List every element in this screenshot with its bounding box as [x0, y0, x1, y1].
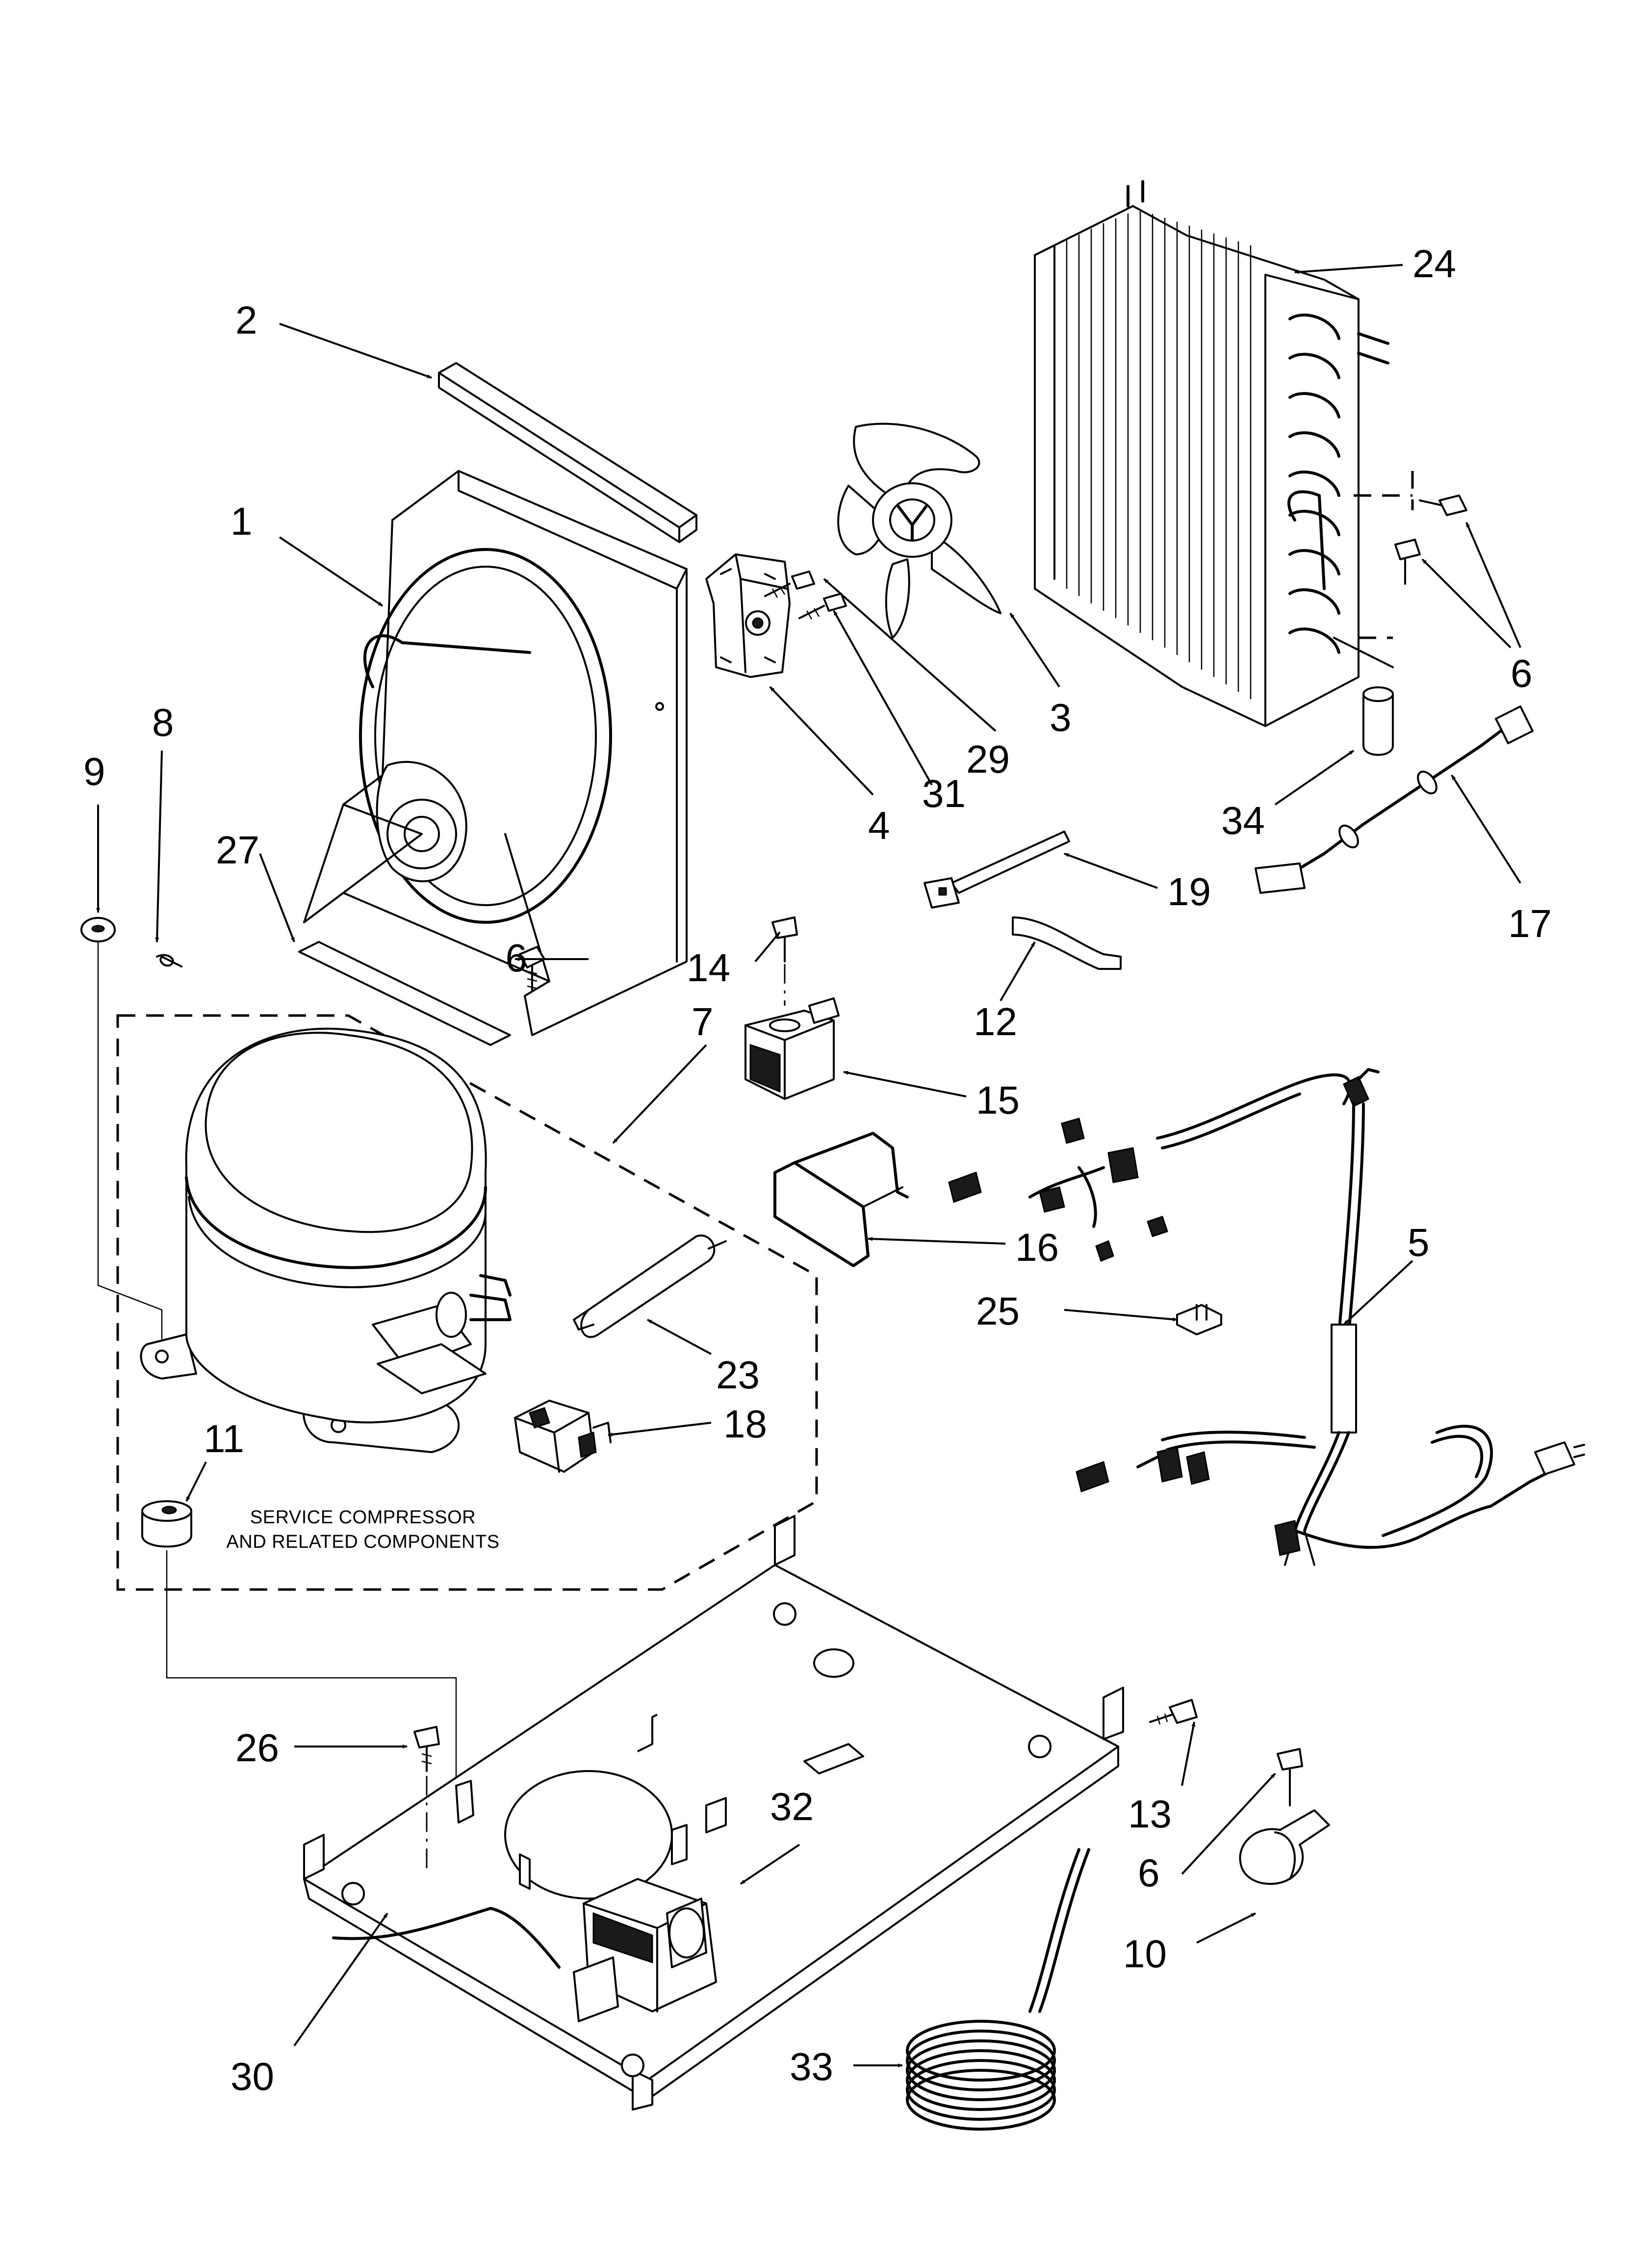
relay-part	[744, 997, 840, 1100]
callout-11: 11	[204, 1417, 244, 1460]
clamp-part	[1239, 1809, 1330, 1885]
fan-shroud-part	[303, 470, 688, 1036]
screw-part	[1354, 471, 1467, 639]
condenser-part	[1034, 180, 1394, 727]
callout-32: 32	[770, 1785, 814, 1828]
callout-labels: 1 2 3 4 5 6 6 6 7 8 9 10 11 12 13 14 15 …	[83, 242, 1552, 2098]
callout-6-condenser: 6	[1511, 652, 1533, 695]
callout-26: 26	[235, 1726, 279, 1770]
screw-part	[1149, 1699, 1198, 1725]
screw-part	[413, 1726, 440, 1874]
callout-29: 29	[966, 737, 1010, 781]
compressor-part	[140, 1027, 512, 1453]
callout-10: 10	[1123, 1932, 1167, 1976]
callout-31: 31	[922, 772, 966, 815]
callout-17: 17	[1508, 902, 1552, 945]
service-boundary	[116, 1014, 818, 1591]
clip-part	[1176, 1304, 1222, 1335]
foam-strip-part	[438, 362, 697, 543]
drier-part	[573, 1234, 727, 1338]
callout-15: 15	[976, 1078, 1020, 1122]
wiring-harness-part	[948, 1068, 1585, 1566]
screw-part	[771, 916, 798, 1006]
callout-5: 5	[1408, 1221, 1430, 1264]
callout-27: 27	[216, 828, 259, 872]
callout-19: 19	[1167, 870, 1211, 913]
compressor-grommet-part	[141, 1500, 192, 1548]
capacitor-part	[1362, 686, 1394, 756]
caption-line-1: SERVICE COMPRESSOR	[250, 1507, 476, 1528]
callout-2: 2	[235, 298, 257, 342]
callout-3: 3	[1050, 696, 1072, 739]
gasket-strip-part	[298, 941, 511, 1046]
callout-8: 8	[152, 701, 174, 744]
callout-18: 18	[723, 1402, 767, 1446]
callout-34: 34	[1221, 799, 1265, 842]
clip-pin-part	[156, 954, 182, 967]
callout-9: 9	[83, 750, 105, 793]
base-plate-part	[303, 1515, 1124, 2111]
motor-screw-part	[764, 571, 847, 620]
callout-6-clamp: 6	[1138, 1851, 1160, 1895]
callout-16: 16	[1015, 1225, 1059, 1269]
callout-7: 7	[692, 1000, 714, 1043]
sensor-wire-part	[1255, 705, 1534, 894]
callout-25: 25	[976, 1289, 1020, 1333]
callout-14: 14	[687, 946, 730, 990]
callout-12: 12	[974, 1000, 1017, 1043]
cable-tie-part	[924, 831, 1070, 909]
callout-23: 23	[716, 1353, 760, 1397]
callout-24: 24	[1412, 242, 1456, 286]
screw-part	[1277, 1748, 1303, 1806]
callout-1: 1	[231, 499, 253, 543]
callout-4: 4	[868, 804, 890, 847]
fan-motor-part	[705, 553, 791, 678]
overload-relay-part	[514, 1400, 612, 1473]
callout-33: 33	[790, 2045, 833, 2088]
tube-part	[1012, 916, 1122, 970]
water-valve-part	[573, 1878, 717, 2022]
water-tubing-part	[906, 1848, 1090, 2131]
callout-13: 13	[1128, 1792, 1172, 1836]
caption-line-2: AND RELATED COMPONENTS	[226, 1532, 499, 1552]
grommet-part	[80, 917, 116, 942]
fan-blade-part	[837, 422, 1001, 639]
callout-6-shroud: 6	[506, 936, 528, 980]
bracket-part	[773, 1132, 909, 1267]
callout-30: 30	[231, 2055, 274, 2098]
leader-lines	[96, 264, 1521, 2067]
